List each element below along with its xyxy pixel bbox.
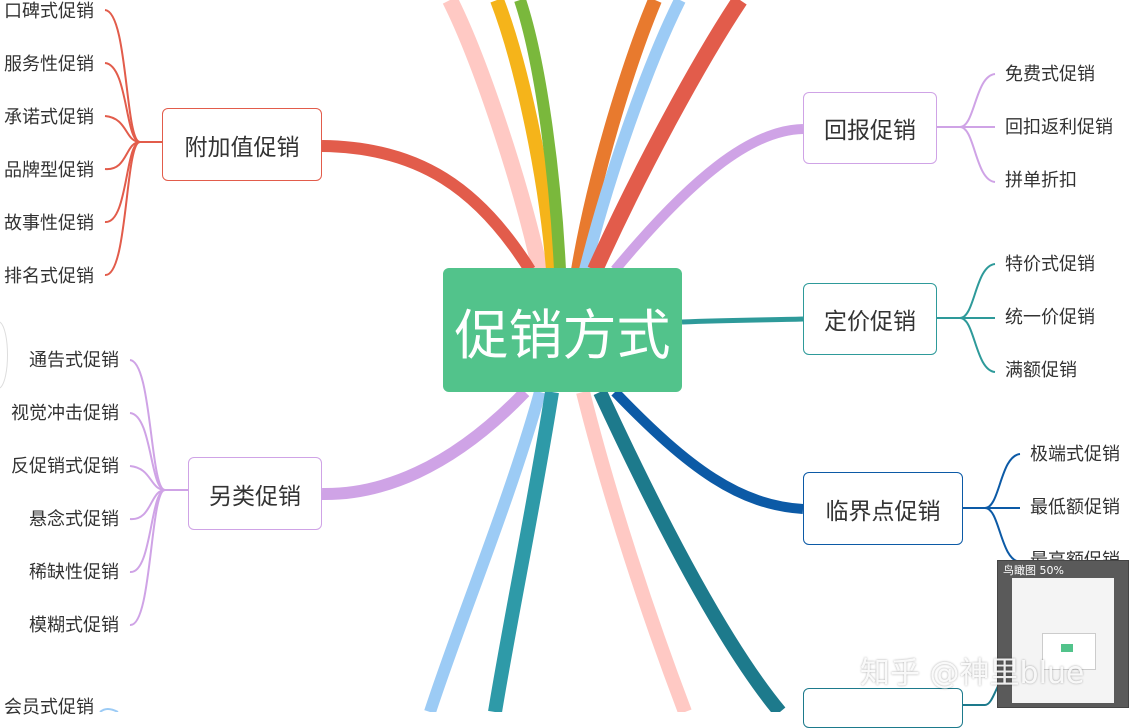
trunk-pink-top [442, 0, 548, 272]
leaf-added-value-2[interactable]: 服务性促销 [4, 54, 94, 75]
alternative-connectors [129, 359, 188, 627]
critical-connectors [963, 453, 1021, 563]
trunk-lightblue-top [579, 0, 686, 272]
branch-added-value-label: 附加值促销 [184, 134, 300, 161]
central-topic-label: 促销方式 [454, 303, 671, 367]
leaf-added-value-1[interactable]: 口碑式促销 [4, 1, 94, 22]
mindmap-connectors [0, 0, 1021, 712]
leaf-critical-1[interactable]: 极端式促销 [1030, 444, 1120, 465]
overview-panel[interactable]: 鸟瞰图 50% [997, 560, 1129, 708]
leaf-alternative-5[interactable]: 稀缺性促销 [29, 562, 119, 583]
overview-label: 鸟瞰图 50% [1003, 564, 1064, 577]
branch-reward[interactable]: 回报促销 [803, 92, 937, 164]
leaf-pricing-1[interactable]: 特价式促销 [1005, 254, 1095, 275]
leaf-alternative-2[interactable]: 视觉冲击促销 [11, 403, 119, 424]
pricing-connectors [937, 263, 996, 373]
leaf-added-value-3[interactable]: 承诺式促销 [4, 107, 94, 128]
leaf-reward-2[interactable]: 回扣返利促销 [1005, 117, 1113, 138]
leaf-added-value-5[interactable]: 故事性促销 [4, 213, 94, 234]
bottom-left-connector [99, 708, 119, 712]
trunk-darkteal-bottom [593, 389, 786, 712]
leaf-alternative-3[interactable]: 反促销式促销 [11, 456, 119, 477]
added-value-connectors [104, 9, 162, 277]
leaf-pricing-2[interactable]: 统一价促销 [1005, 307, 1095, 328]
leaf-critical-2[interactable]: 最低额促销 [1030, 497, 1120, 518]
branch-pricing[interactable]: 定价促销 [803, 283, 937, 355]
left-edge-shape [0, 321, 8, 389]
leaf-bottom-left-1[interactable]: 会员式促销 [4, 697, 94, 718]
trunk-alternative [321, 387, 530, 501]
leaf-pricing-3[interactable]: 满额促销 [1005, 360, 1077, 381]
branch-bottom-right[interactable] [803, 688, 963, 728]
overview-center-node [1061, 644, 1073, 652]
trunk-red-top [587, 0, 747, 274]
branch-alternative[interactable]: 另类促销 [188, 457, 322, 530]
trunk-reward [611, 124, 804, 274]
branch-alternative-label: 另类促销 [209, 483, 301, 510]
trunk-yellow-top [490, 0, 560, 271]
leaf-reward-1[interactable]: 免费式促销 [1005, 64, 1095, 85]
branch-reward-label: 回报促销 [824, 118, 916, 144]
trunk-pricing [681, 316, 804, 325]
trunk-orange-top [571, 0, 662, 272]
reward-connectors [937, 73, 996, 183]
trunk-added-value [321, 140, 536, 274]
trunk-teal-bottom [488, 390, 559, 712]
branch-added-value[interactable]: 附加值促销 [162, 108, 322, 181]
leaf-alternative-1[interactable]: 通告式促销 [29, 350, 119, 371]
trunk-green-top [514, 0, 566, 271]
leaf-alternative-4[interactable]: 悬念式促销 [29, 509, 119, 530]
overview-map[interactable] [1012, 578, 1114, 703]
trunk-pink-bottom [576, 390, 692, 712]
branch-critical-label: 临界点促销 [825, 498, 941, 525]
leaf-added-value-4[interactable]: 品牌型促销 [4, 160, 94, 181]
central-topic[interactable]: 促销方式 [443, 268, 682, 392]
branch-critical[interactable]: 临界点促销 [803, 472, 963, 545]
leaf-reward-3[interactable]: 拼单折扣 [1005, 170, 1077, 191]
watermark: 知乎 @神里blue [860, 656, 1085, 691]
leaf-added-value-6[interactable]: 排名式促销 [4, 266, 94, 287]
leaf-alternative-6[interactable]: 模糊式促销 [29, 615, 119, 636]
branch-pricing-label: 定价促销 [824, 309, 916, 335]
trunk-critical [611, 388, 804, 514]
trunk-lightblue-bottom [424, 390, 546, 712]
